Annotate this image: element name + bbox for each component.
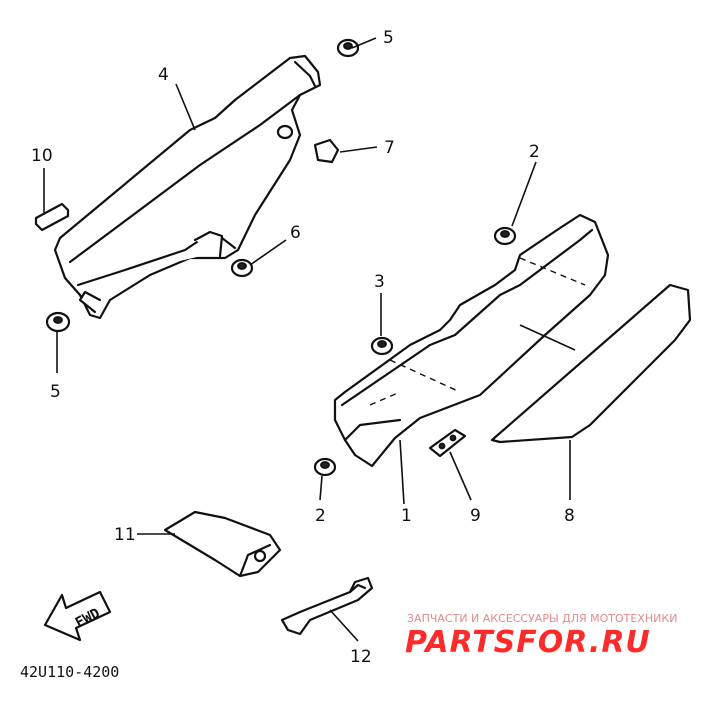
callout-numbers: 4 5 10 7 6 5 2 3 2 1 9 8 11 12 — [31, 28, 575, 667]
grommet-part-5-top — [336, 38, 360, 58]
callout-9: 9 — [470, 506, 481, 526]
leader-2-bottom — [319, 475, 323, 501]
alignment-dash-2 — [389, 359, 461, 393]
emblem-marker-line — [519, 324, 576, 351]
alignment-dash-1 — [519, 257, 586, 286]
callout-1: 1 — [401, 506, 412, 526]
callout-7: 7 — [384, 138, 395, 158]
callout-5-bottom: 5 — [50, 382, 61, 402]
callout-2-bottom: 2 — [315, 506, 326, 526]
callout-4: 4 — [158, 65, 169, 85]
callout-10: 10 — [31, 146, 53, 166]
leader-lines — [43, 37, 571, 642]
leader-5-top — [351, 37, 377, 49]
callout-8: 8 — [564, 506, 575, 526]
bracket-part-4 — [53, 54, 322, 320]
leader-12 — [329, 609, 359, 642]
leader-6 — [249, 239, 287, 266]
grommet-part-2-top — [493, 226, 517, 246]
grommet-part-6 — [230, 258, 254, 278]
callout-11: 11 — [114, 525, 136, 545]
grommet-part-7 — [276, 124, 340, 164]
fwd-arrow-icon: FWD — [43, 590, 112, 642]
watermark: ЗАПЧАСТИ И АКСЕССУАРЫ ДЛЯ МОТОТЕХНИКИ PA… — [405, 612, 677, 660]
leader-2-top — [511, 161, 537, 227]
side-cover-part-1 — [333, 213, 610, 468]
diagram-code: 42U110-4200 — [20, 663, 119, 681]
callout-6: 6 — [290, 223, 301, 243]
alignment-dash-3 — [369, 391, 401, 406]
callout-2-top: 2 — [529, 142, 540, 162]
grommet-part-2-bottom — [313, 457, 337, 477]
watermark-tagline: ЗАПЧАСТИ И АКСЕССУАРЫ ДЛЯ МОТОТЕХНИКИ — [407, 612, 677, 625]
grommet-part-3 — [370, 336, 394, 356]
leader-7 — [339, 146, 378, 153]
leader-4 — [175, 83, 196, 131]
callout-12: 12 — [350, 647, 372, 667]
watermark-brand: PARTSFOR.RU — [405, 625, 651, 660]
callout-5-top: 5 — [383, 28, 394, 48]
leader-1 — [399, 439, 405, 505]
strap-part-12 — [280, 576, 374, 636]
clip-part-9 — [428, 428, 467, 458]
pad-part-10 — [34, 202, 70, 232]
grommet-part-5-bottom — [45, 311, 71, 333]
emblem-panel-part-8 — [490, 283, 692, 444]
leader-9 — [449, 451, 472, 501]
pad-part-11 — [163, 510, 282, 578]
callout-3: 3 — [374, 272, 385, 292]
